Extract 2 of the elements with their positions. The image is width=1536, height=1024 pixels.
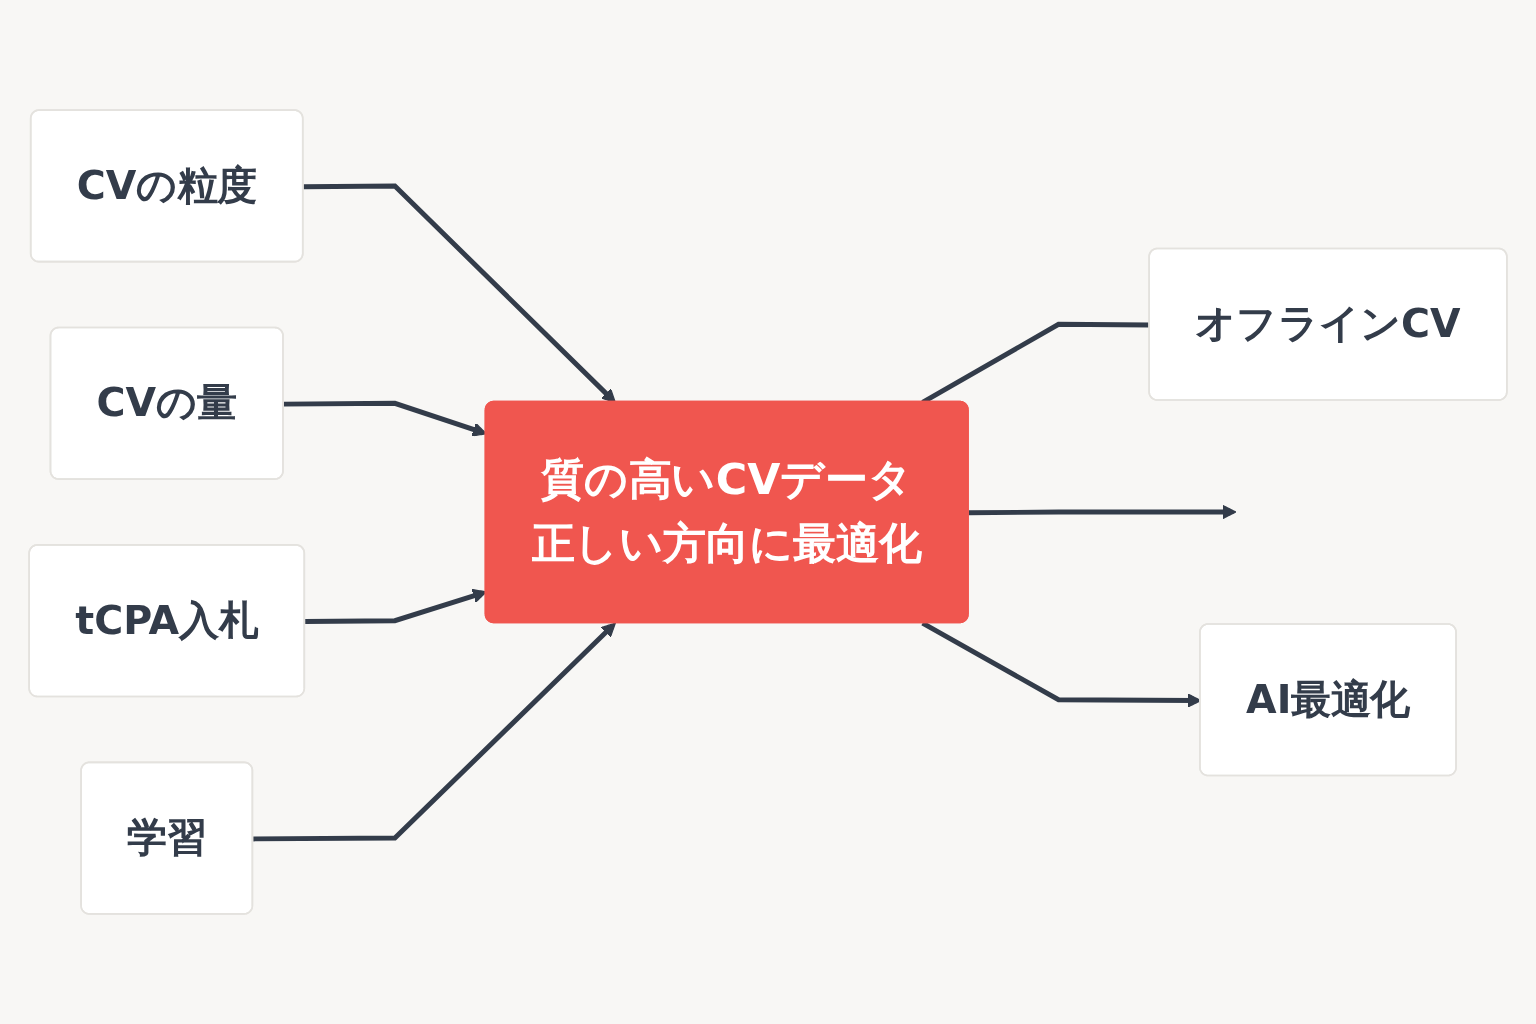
arrow bbox=[253, 622, 616, 842]
arrow bbox=[968, 504, 1237, 520]
